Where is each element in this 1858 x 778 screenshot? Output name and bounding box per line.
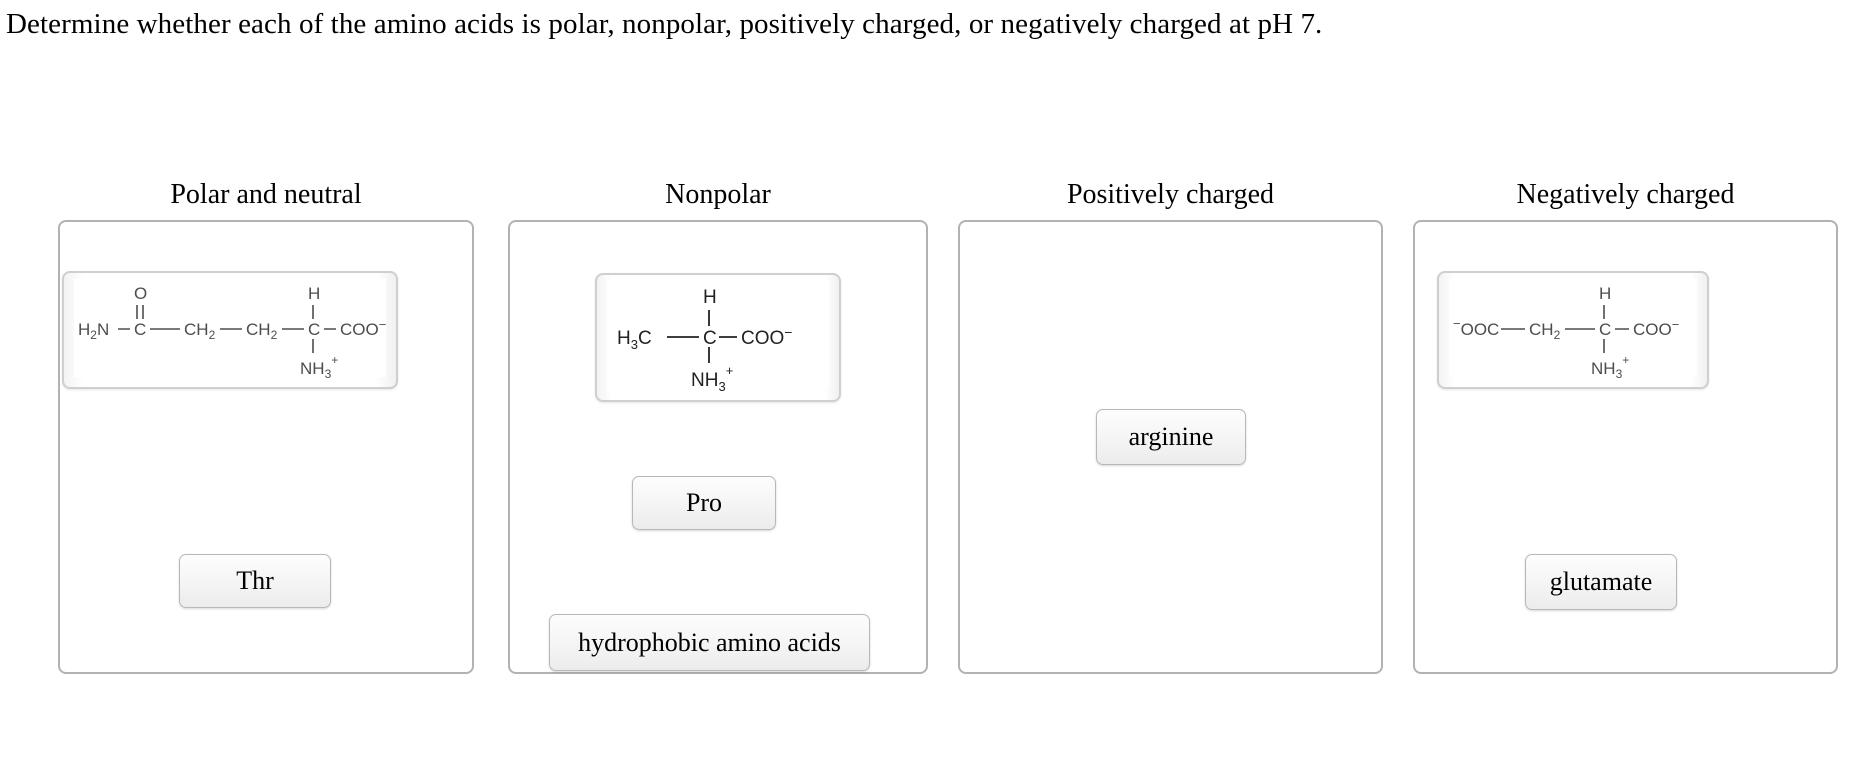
page-title: Determine whether each of the amino acid… <box>6 8 1323 40</box>
aspartate-structure-canvas: −OOC CH2 H C COO− NH3+ <box>1449 279 1697 381</box>
tile-label: hydrophobic amino acids <box>578 627 841 657</box>
atom-o: O <box>134 284 147 303</box>
dropzone-positively-charged[interactable]: arginine <box>958 220 1383 674</box>
atom-h-alpha: H <box>703 287 717 308</box>
atom-coo: COO− <box>340 317 386 339</box>
bond-lines <box>118 305 336 353</box>
column-header-nonpolar: Nonpolar <box>665 179 771 210</box>
atom-nh3: NH3+ <box>1591 353 1629 381</box>
atom-h2n: H2N <box>78 320 109 342</box>
atom-ooc: −OOC <box>1453 316 1499 339</box>
tile-label: glutamate <box>1549 567 1653 596</box>
column-polar-and-neutral: Polar and neutral H2N O C <box>58 178 474 674</box>
tile-thr[interactable]: Thr <box>179 554 331 608</box>
column-header-negatively-charged: Negatively charged <box>1516 179 1735 210</box>
atom-c-alpha: C <box>1599 320 1611 339</box>
atom-c-alpha: C <box>308 320 320 339</box>
column-header-positively-charged: Positively charged <box>1066 179 1275 210</box>
dropzone-nonpolar[interactable]: H3C H C COO− NH3+ <box>508 220 928 674</box>
alanine-structure-canvas: H3C H C COO− NH3+ <box>607 281 829 394</box>
tile-label: Thr <box>236 566 274 595</box>
category-columns: Polar and neutral H2N O C <box>0 178 1858 758</box>
tile-label: Pro <box>685 488 723 517</box>
aspartate-structure[interactable]: −OOC CH2 H C COO− NH3+ <box>1437 271 1709 389</box>
atom-coo: COO− <box>1633 317 1679 339</box>
dropzone-polar-and-neutral[interactable]: H2N O C CH2 CH2 H <box>58 220 474 674</box>
atom-nh3: NH3+ <box>300 353 338 381</box>
tile-arginine[interactable]: arginine <box>1096 409 1246 465</box>
atom-ch2-a: CH2 <box>184 320 216 342</box>
aspartate-structure-drawing: −OOC CH2 H C COO− NH3+ <box>1453 284 1679 381</box>
column-negatively-charged: Negatively charged −OOC CH2 H C COO− NH <box>1413 178 1838 674</box>
bond-lines <box>1501 305 1629 353</box>
tile-hydrophobic-amino-acids[interactable]: hydrophobic amino acids <box>549 614 870 671</box>
alanine-structure[interactable]: H3C H C COO− NH3+ <box>595 273 841 402</box>
atom-c-alpha: C <box>703 328 717 349</box>
atom-h3c: H3C <box>617 328 652 352</box>
dropzone-negatively-charged[interactable]: −OOC CH2 H C COO− NH3+ <box>1413 220 1838 674</box>
glutamine-structure[interactable]: H2N O C CH2 CH2 H <box>62 271 398 389</box>
column-header-polar-and-neutral: Polar and neutral <box>170 179 362 210</box>
atom-h-alpha: H <box>308 284 320 303</box>
tile-label: arginine <box>1128 422 1214 451</box>
atom-ch2-b: CH2 <box>246 320 278 342</box>
tile-pro[interactable]: Pro <box>632 476 776 530</box>
column-nonpolar: Nonpolar H3C H C COO− NH3+ <box>508 178 928 674</box>
column-positively-charged: Positively charged arginine <box>958 178 1383 674</box>
atom-c1: C <box>134 320 146 339</box>
atom-coo: COO− <box>741 324 792 349</box>
alanine-structure-drawing: H3C H C COO− NH3+ <box>617 287 792 394</box>
bond-lines <box>667 310 737 363</box>
glutamine-structure-drawing: H2N O C CH2 CH2 H <box>78 284 386 381</box>
atom-nh3: NH3+ <box>691 363 733 394</box>
tile-glutamate[interactable]: glutamate <box>1525 554 1677 610</box>
atom-ch2: CH2 <box>1529 320 1561 342</box>
glutamine-structure-canvas: H2N O C CH2 CH2 H <box>74 279 386 381</box>
atom-h-alpha: H <box>1599 284 1611 303</box>
